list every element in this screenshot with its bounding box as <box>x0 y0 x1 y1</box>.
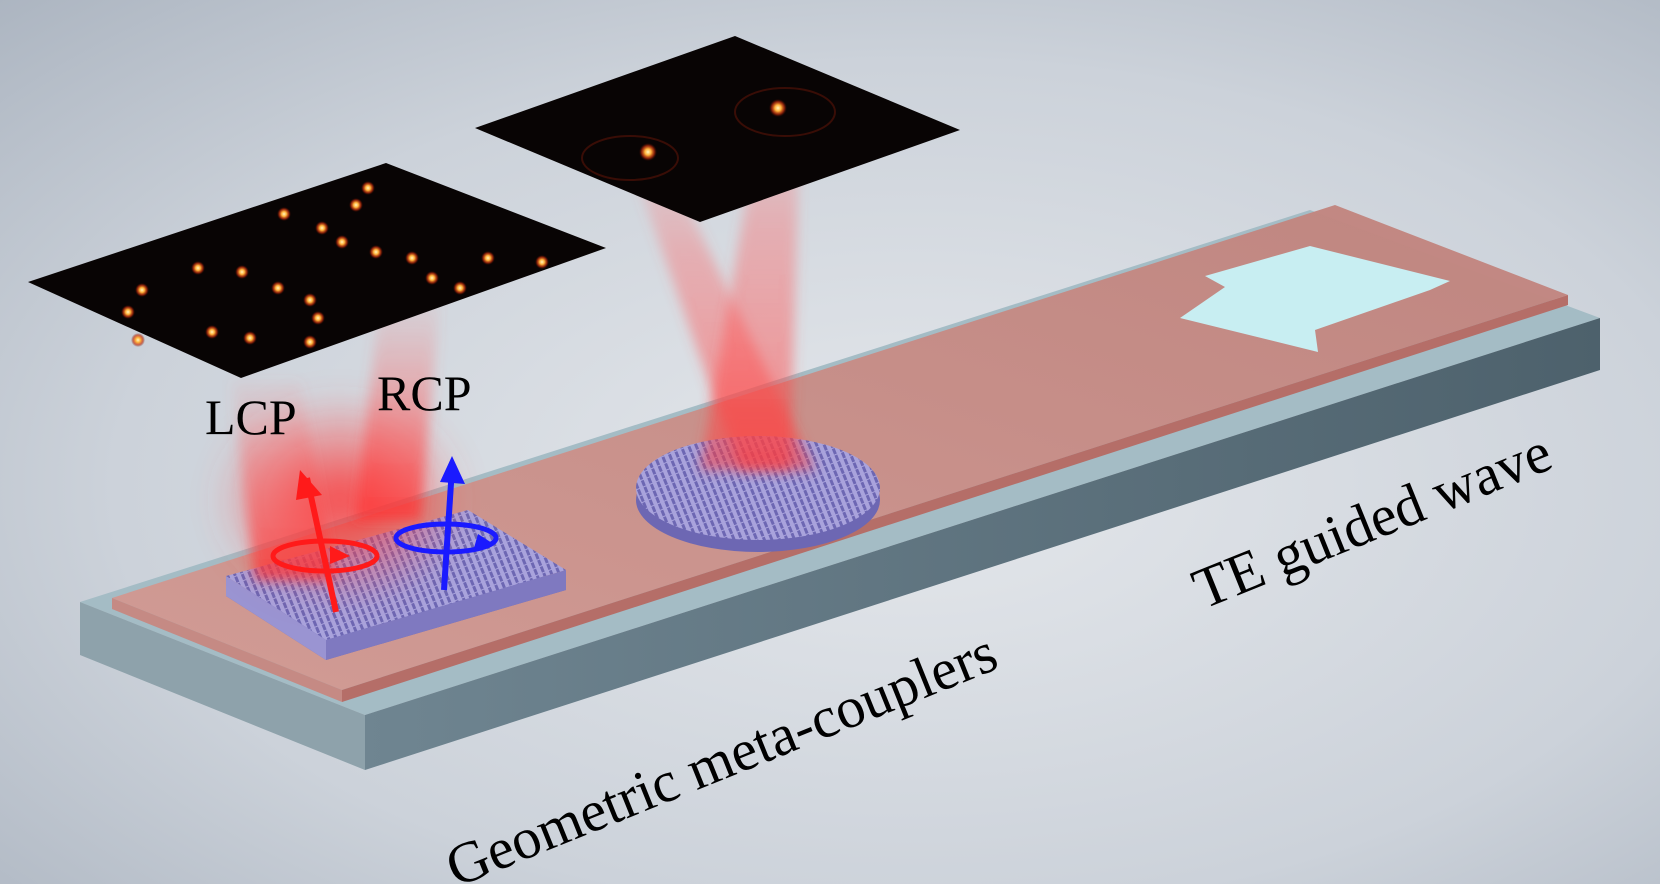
lcp-circular-polarization-icon <box>270 470 380 613</box>
left-arrow-icon <box>1180 246 1450 352</box>
meta-coupler-disk <box>636 436 880 552</box>
substrate-side <box>365 318 1600 770</box>
rcp-circular-polarization-icon <box>393 456 499 591</box>
hologram-screen-right <box>475 36 960 222</box>
rcp-label: RCP <box>377 365 472 421</box>
hologram-screen-left <box>28 163 606 378</box>
waveguide-left-edge <box>112 598 342 702</box>
beam-rcp <box>355 300 440 520</box>
waveguide-front-edge <box>342 295 1568 702</box>
lcp-label: LCP <box>205 389 297 445</box>
beam-focus-right <box>700 120 800 470</box>
substrate-front <box>80 602 365 770</box>
beam-lcp <box>232 380 335 580</box>
